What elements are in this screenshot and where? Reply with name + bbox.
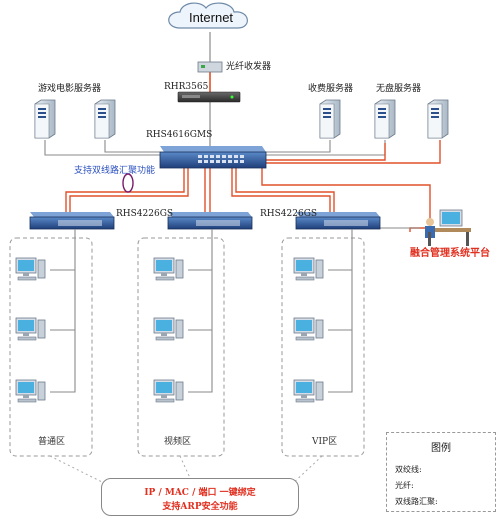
pc-video-2-icon bbox=[153, 317, 184, 341]
server-fiber-links bbox=[262, 140, 441, 164]
zone-label-video: 视频区 bbox=[164, 437, 192, 447]
internet-cloud-icon bbox=[168, 2, 248, 29]
fiber-core-platform bbox=[261, 168, 431, 232]
legend-twisted-label: 双绞线: bbox=[395, 465, 422, 474]
game-server-2-icon bbox=[94, 99, 116, 139]
optical-transceiver-label: 光纤收发器 bbox=[226, 62, 272, 72]
pc-video-1-icon bbox=[153, 257, 184, 281]
pc-normal-2-icon bbox=[15, 317, 46, 341]
billing-server-icon bbox=[319, 99, 341, 139]
mgmt-workstation-icon bbox=[425, 209, 471, 246]
legend-title: 图例 bbox=[431, 443, 451, 454]
access-switch-left-label: RHS4226GS bbox=[116, 209, 174, 219]
game-server-1-icon bbox=[34, 99, 56, 139]
access-switch-right-icon bbox=[295, 212, 381, 230]
diskless-server-1-icon bbox=[374, 99, 396, 139]
mgmt-platform-label: 融合管理系统平台 bbox=[410, 248, 490, 259]
note-line-2: 支持ARP安全功能 bbox=[162, 502, 238, 512]
diskless-server-2-icon bbox=[427, 99, 449, 139]
router-icon bbox=[177, 91, 241, 103]
note-line-1: IP / MAC / 端口 一键绑定 bbox=[144, 488, 256, 498]
access-switch-right-label: RHS4226GS bbox=[260, 209, 318, 219]
link-agg-ellipse bbox=[122, 173, 134, 193]
router-label: RHR3565 bbox=[164, 82, 209, 92]
core-switch-icon bbox=[159, 146, 267, 169]
legend-panel: 图例 双绞线: 光纤: 双线路汇聚: bbox=[386, 432, 496, 512]
pc-vip-3-icon bbox=[293, 379, 324, 403]
billing-server-label: 收费服务器 bbox=[308, 84, 354, 94]
zone-label-vip: VIP区 bbox=[312, 437, 338, 447]
link-agg-note: 支持双线路汇聚功能 bbox=[74, 166, 156, 176]
zone-label-normal: 普通区 bbox=[38, 437, 66, 447]
diskless-server-label: 无盘服务器 bbox=[376, 84, 422, 94]
pc-normal-3-icon bbox=[15, 379, 46, 403]
pc-vip-2-icon bbox=[293, 317, 324, 341]
legend-link-agg-label: 双线路汇聚: bbox=[395, 497, 438, 506]
legend-fiber-label: 光纤: bbox=[395, 481, 414, 490]
game-server-label: 游戏电影服务器 bbox=[38, 84, 102, 94]
access-switch-center-icon bbox=[167, 212, 253, 230]
core-access-fiber bbox=[65, 168, 335, 212]
security-note-box: IP / MAC / 端口 一键绑定 支持ARP安全功能 bbox=[101, 478, 299, 516]
zone-box-video bbox=[137, 237, 225, 457]
core-switch-label: RHS4616GMS bbox=[146, 130, 213, 140]
pc-vip-1-icon bbox=[293, 257, 324, 281]
pc-video-3-icon bbox=[153, 379, 184, 403]
internet-label: Internet bbox=[188, 10, 234, 25]
pc-branch-lines bbox=[50, 229, 353, 393]
pc-normal-1-icon bbox=[15, 257, 46, 281]
zone-box-vip bbox=[281, 237, 365, 457]
optical-transceiver-icon bbox=[197, 61, 223, 73]
access-switch-left-icon bbox=[29, 212, 115, 230]
